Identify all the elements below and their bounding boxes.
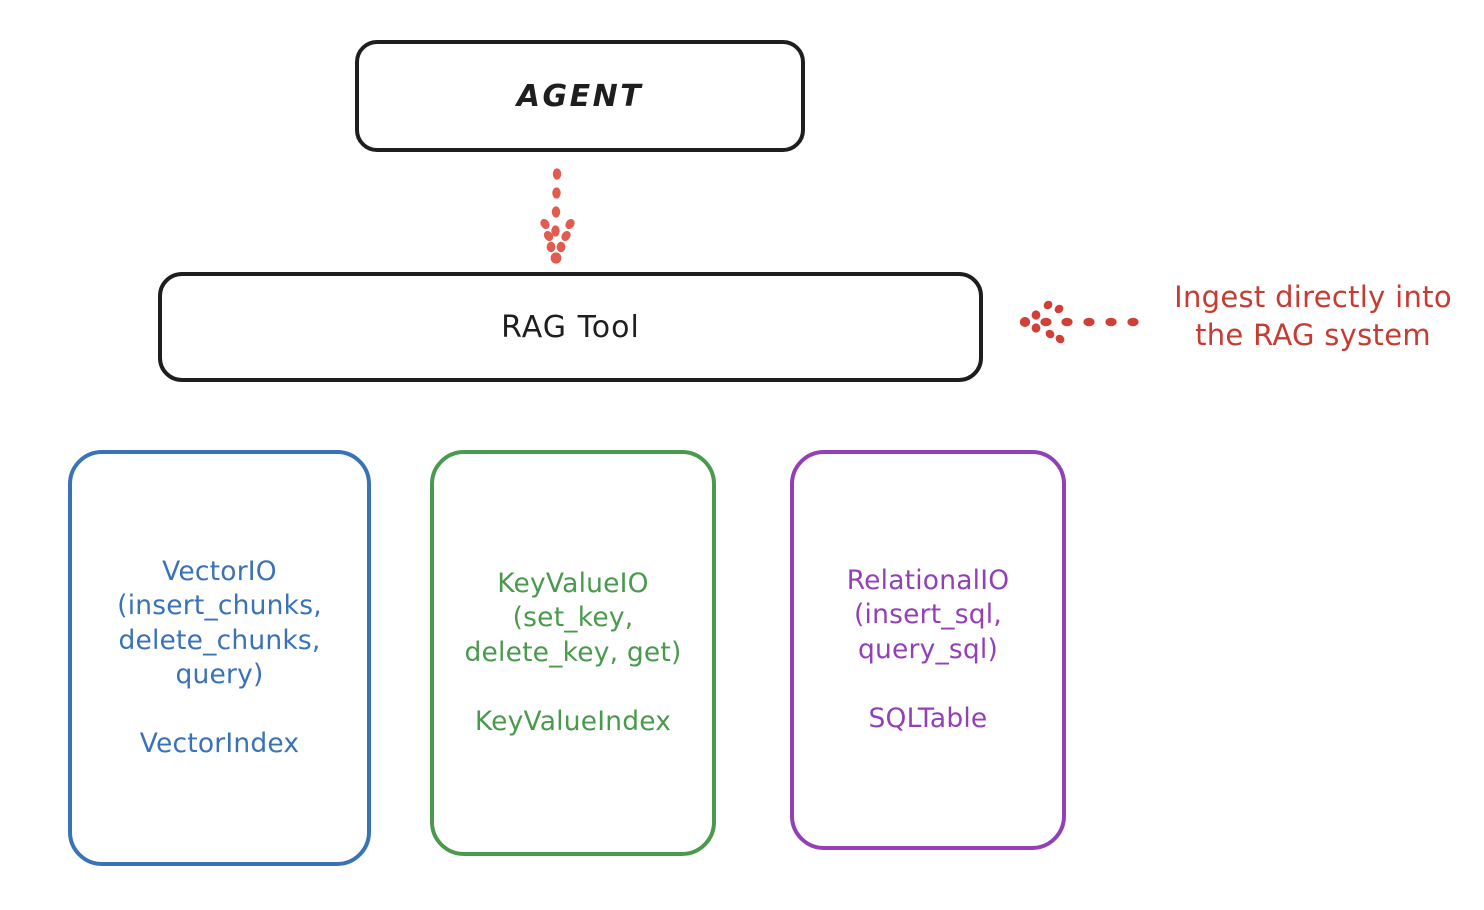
node-rag-tool[interactable]: RAG Tool <box>158 272 983 382</box>
node-relational-io-label: RelationalIO (insert_sql, query_sql) SQL… <box>846 564 1010 734</box>
connector-ingest-arrow-icon <box>1019 300 1139 344</box>
connector-agent-to-rag-tool-icon <box>540 168 575 264</box>
node-relational-io[interactable]: RelationalIO (insert_sql, query_sql) SQL… <box>790 450 1066 850</box>
node-key-value-io-label: KeyValueIO (set_key, delete_key, get) Ke… <box>464 567 682 737</box>
node-key-value-io[interactable]: KeyValueIO (set_key, delete_key, get) Ke… <box>430 450 716 856</box>
node-rag-tool-label: RAG Tool <box>501 309 640 345</box>
node-vector-io-label: VectorIO (insert_chunks, delete_chunks, … <box>117 555 322 759</box>
node-agent[interactable]: AGENT <box>355 40 805 152</box>
node-vector-io[interactable]: VectorIO (insert_chunks, delete_chunks, … <box>68 450 371 866</box>
node-agent-label: AGENT <box>516 78 644 114</box>
annotation-ingest-label: Ingest directly into the RAG system <box>1174 280 1452 353</box>
